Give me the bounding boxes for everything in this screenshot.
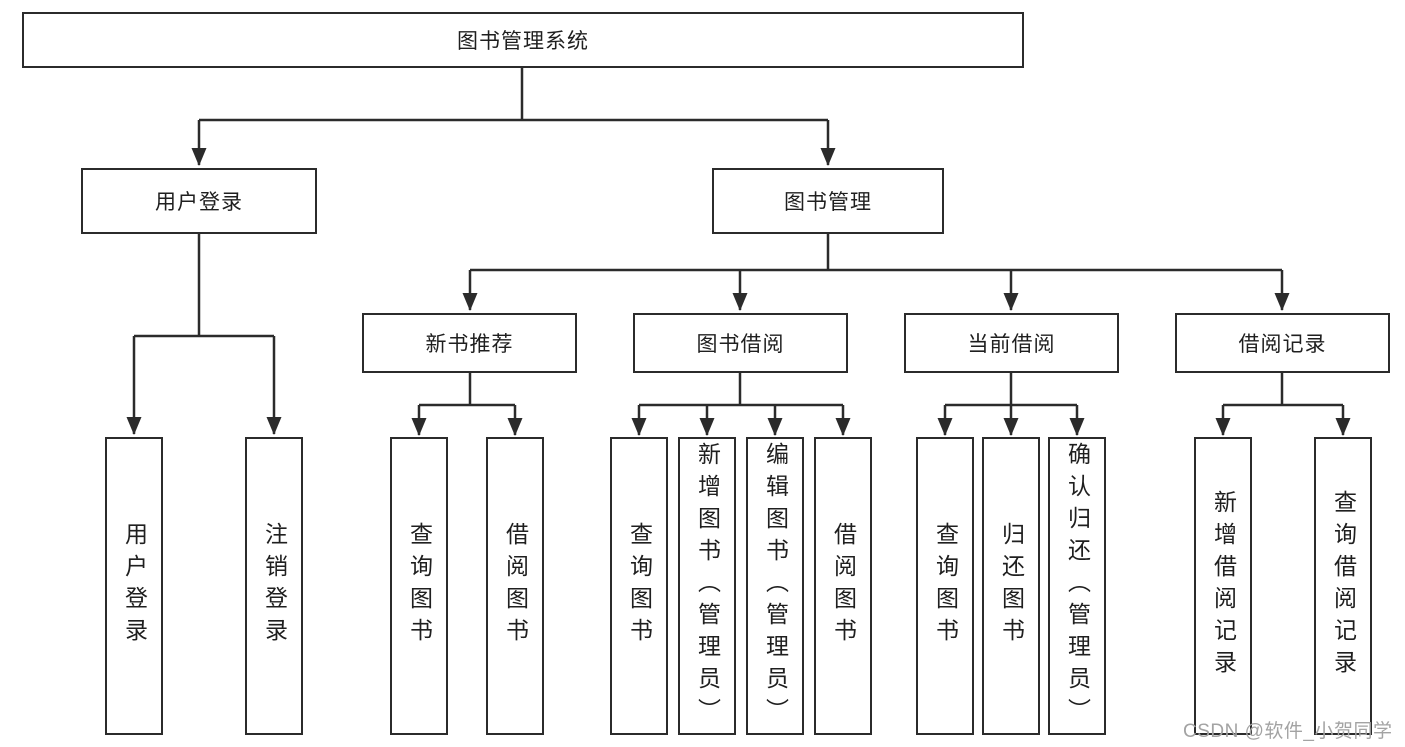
- leaf-add-book-admin: 新增图书（管理员）: [678, 437, 736, 735]
- leaf-query-books-current: 查询图书: [916, 437, 974, 735]
- node-label: 图书管理: [784, 191, 872, 214]
- node-root: 图书管理系统: [22, 12, 1024, 68]
- node-label: 查询图书: [932, 522, 959, 650]
- node-new-book-recommend: 新书推荐: [362, 313, 577, 373]
- node-label: 图书管理系统: [457, 30, 589, 53]
- leaf-query-books-borrow: 查询图书: [610, 437, 668, 735]
- node-label: 注销登录: [261, 522, 288, 650]
- node-label: 确认归还（管理员）: [1064, 442, 1091, 730]
- leaf-confirm-return-admin: 确认归还（管理员）: [1048, 437, 1106, 735]
- node-book-management: 图书管理: [712, 168, 944, 234]
- node-borrow-records: 借阅记录: [1175, 313, 1390, 373]
- node-label: 借阅图书: [830, 522, 857, 650]
- leaf-logout: 注销登录: [245, 437, 303, 735]
- leaf-query-books-recommend: 查询图书: [390, 437, 448, 735]
- leaf-return-books: 归还图书: [982, 437, 1040, 735]
- node-label: 编辑图书（管理员）: [762, 442, 789, 730]
- leaf-user-login: 用户登录: [105, 437, 163, 735]
- node-label: 用户登录: [155, 191, 243, 214]
- node-label: 归还图书: [998, 522, 1025, 650]
- leaf-edit-book-admin: 编辑图书（管理员）: [746, 437, 804, 735]
- node-label: 查询借阅记录: [1330, 490, 1357, 682]
- node-label: 当前借阅: [967, 333, 1056, 356]
- leaf-query-borrow-record: 查询借阅记录: [1314, 437, 1372, 735]
- node-label: 查询图书: [406, 522, 433, 650]
- node-book-borrow: 图书借阅: [633, 313, 848, 373]
- node-label: 新增借阅记录: [1210, 490, 1237, 682]
- leaf-add-borrow-record: 新增借阅记录: [1194, 437, 1252, 735]
- node-label: 新书推荐: [425, 333, 514, 356]
- node-user-login: 用户登录: [81, 168, 317, 234]
- node-label: 新增图书（管理员）: [694, 442, 721, 730]
- leaf-borrow-books-recommend: 借阅图书: [486, 437, 544, 735]
- node-label: 用户登录: [121, 522, 148, 650]
- watermark: CSDN @软件_小贺同学: [1183, 721, 1393, 742]
- node-label: 借阅图书: [502, 522, 529, 650]
- node-label: 借阅记录: [1238, 333, 1327, 356]
- node-label: 查询图书: [626, 522, 653, 650]
- node-label: 图书借阅: [696, 333, 785, 356]
- node-current-borrow: 当前借阅: [904, 313, 1119, 373]
- leaf-borrow-books: 借阅图书: [814, 437, 872, 735]
